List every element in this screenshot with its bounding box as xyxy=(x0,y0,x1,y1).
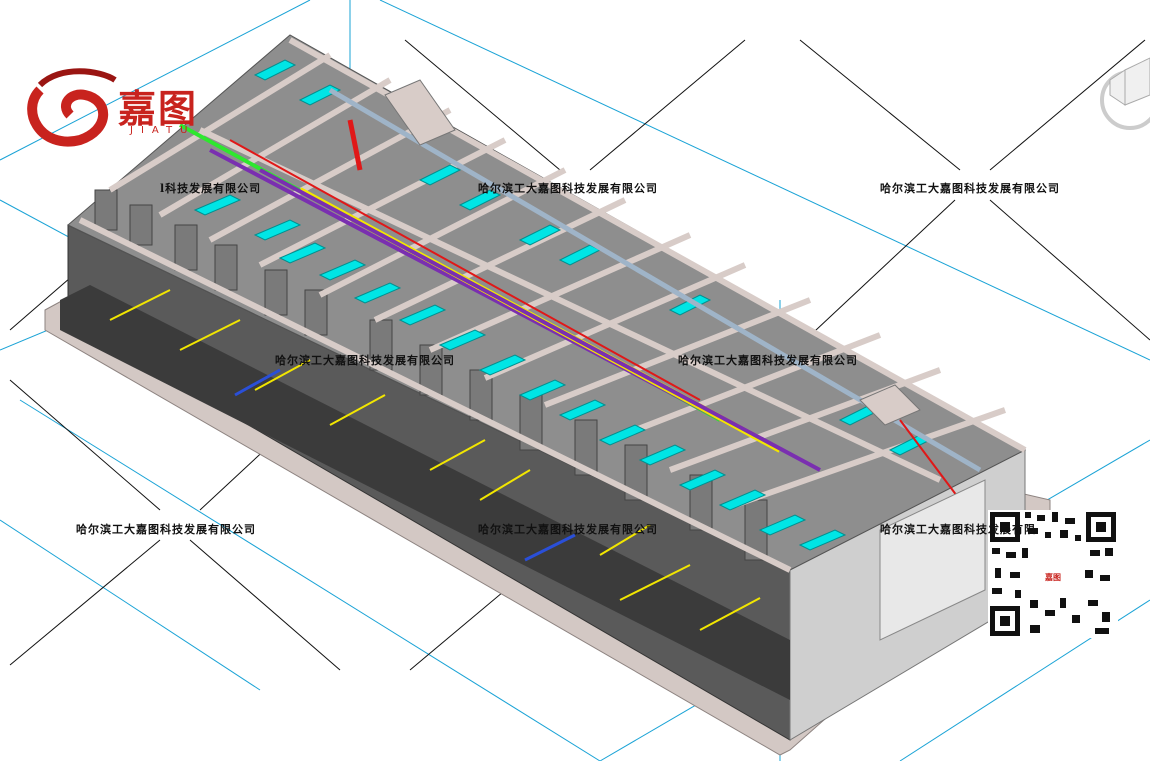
watermark-text: 哈尔滨工大嘉图科技发展有限公司 xyxy=(478,182,658,195)
watermark-text: l科技发展有限公司 xyxy=(160,182,262,195)
building-model[interactable] xyxy=(44,34,1051,756)
interior-walls xyxy=(78,37,1027,573)
watermark-text: 哈尔滨工大嘉图科技发展有限公司 xyxy=(478,523,658,536)
parking-strip xyxy=(60,285,790,700)
logo-mark-icon xyxy=(27,68,117,147)
watermark-text: 哈尔滨工大嘉图科技发展有限公司 xyxy=(880,182,1060,195)
logo-subtext: JIATU xyxy=(130,125,196,136)
parking-lines xyxy=(109,289,761,631)
watermark-text: 哈尔滨工大嘉图科技发展有限 xyxy=(880,523,1036,536)
stairs xyxy=(384,79,921,426)
watermark-text: 哈尔滨工大嘉图科技发展有限公司 xyxy=(76,523,256,536)
logo-text: 嘉图 xyxy=(118,87,199,131)
watermark-text: 哈尔滨工大嘉图科技发展有限公司 xyxy=(275,354,455,367)
qr-center-logo: 嘉图 xyxy=(1040,572,1066,583)
building-top-floor xyxy=(67,34,1027,571)
glass-entrance xyxy=(879,479,986,641)
view-cube-icon[interactable] xyxy=(1100,57,1150,130)
blue-marks xyxy=(234,368,576,562)
watermark-text: 哈尔滨工大嘉图科技发展有限公司 xyxy=(678,354,858,367)
mep-pipes xyxy=(179,87,982,501)
qr-code-icon xyxy=(988,510,1118,638)
